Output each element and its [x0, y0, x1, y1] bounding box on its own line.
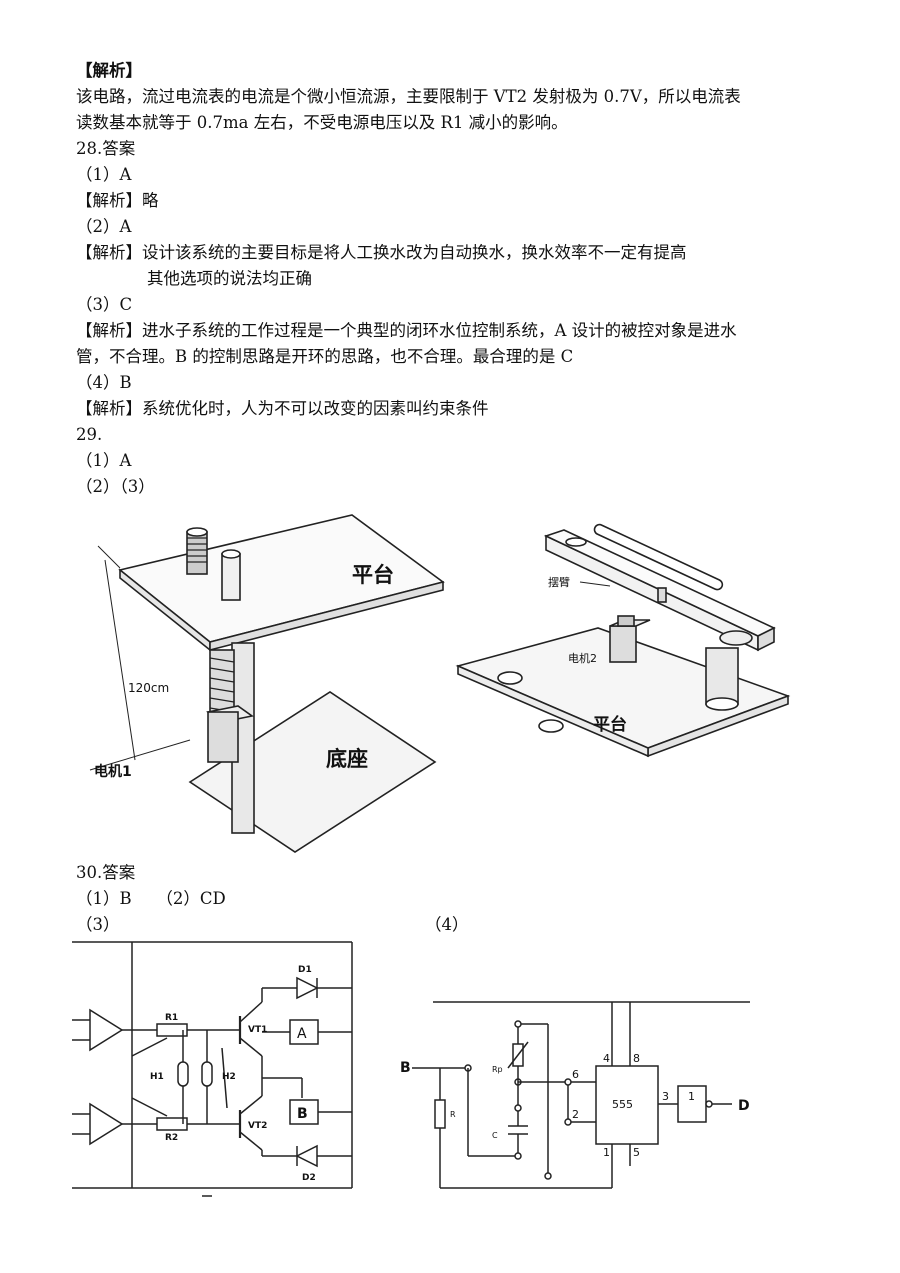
pin1-label: 1 — [603, 1146, 610, 1159]
analysis-line: 【解析】系统优化时，人为不可以改变的因素叫约束条件 — [76, 399, 489, 418]
analysis-text-line: 读数基本就等于 0.7ma 左右，不受电源电压以及 R1 减小的影响。 — [76, 113, 568, 132]
fig1-motor-label: 电机1 — [94, 763, 132, 780]
swing-arm-figure: 摆臂 电机2 平台 — [455, 523, 791, 758]
d2-label: D2 — [302, 1173, 316, 1183]
pin4-label: 4 — [603, 1052, 610, 1065]
vt2-label: VT2 — [248, 1121, 267, 1131]
answer-item: （1）B （2）CD — [76, 889, 226, 908]
fig2-motor-label: 电机2 — [568, 651, 597, 665]
analysis-heading: 【解析】 — [76, 61, 142, 80]
fig1-base-label: 底座 — [326, 747, 368, 771]
c4-ic-label: 555 — [612, 1098, 633, 1111]
answer-item: （1）A — [76, 165, 132, 184]
fig1-height-label: 120cm — [128, 681, 169, 695]
answer-item: （4） — [425, 915, 469, 934]
c4-out-label: D — [738, 1098, 750, 1114]
r1-label: R1 — [165, 1013, 178, 1023]
c4-rp-label: Rp — [492, 1065, 503, 1074]
pin5-label: 5 — [633, 1146, 640, 1159]
meter-b-label: B — [297, 1106, 308, 1122]
circuit-diagram-3: D1 R1 VT1 H1 H2 R2 VT2 D2 A B — [72, 941, 353, 1197]
d1-label: D1 — [298, 965, 312, 975]
answer-item: （1）A — [76, 451, 132, 470]
analysis-line: 【解析】设计该系统的主要目标是将人工换水改为自动换水，换水效率不一定有提高 — [76, 243, 687, 262]
r2-label: R2 — [165, 1133, 178, 1143]
pin8-label: 8 — [633, 1052, 640, 1065]
c4-gate-label: 1 — [688, 1090, 695, 1103]
answer-item: （3）C — [76, 295, 133, 314]
answer-item: （2）（3） — [76, 477, 155, 496]
vt1-label: VT1 — [248, 1025, 267, 1035]
answer-item: （3） — [76, 915, 120, 934]
analysis-line: 【解析】进水子系统的工作过程是一个典型的闭环水位控制系统，A 设计的被控对象是进… — [76, 321, 737, 340]
ammeter-label: A — [297, 1026, 307, 1042]
h2-label: H2 — [222, 1072, 236, 1082]
analysis-line: 【解析】略 — [76, 191, 159, 210]
fig2-platform-label: 平台 — [593, 714, 627, 735]
pin6-label: 6 — [572, 1068, 579, 1081]
circuit-diagram-4: B R Rp C 555 1 D 4 8 6 2 3 1 5 — [400, 1001, 750, 1189]
c4-in-label: B — [400, 1060, 411, 1076]
answer-heading-30: 30.答案 — [76, 863, 136, 882]
answer-item: （2）A — [76, 217, 132, 236]
pin2-label: 2 — [572, 1108, 579, 1121]
c4-c-label: C — [492, 1131, 498, 1140]
analysis-line: 管，不合理。B 的控制思路是开环的思路，也不合理。最合理的是 C — [76, 347, 574, 366]
answer-item: （4）B — [76, 373, 132, 392]
fig1-platform-label: 平台 — [352, 563, 394, 587]
fig2-arm-label: 摆臂 — [548, 575, 570, 589]
answer-heading-29: 29. — [76, 425, 103, 444]
h1-label: H1 — [150, 1072, 164, 1082]
analysis-line-indent: 其他选项的说法均正确 — [147, 269, 312, 288]
answer-heading-28: 28.答案 — [76, 139, 136, 158]
pin3-label: 3 — [662, 1090, 669, 1103]
platform-stand-figure: 平台 底座 120cm 电机1 — [89, 514, 445, 853]
analysis-text-line: 该电路，流过电流表的电流是个微小恒流源，主要限制于 VT2 发射极为 0.7V，… — [76, 87, 741, 106]
c4-r-label: R — [450, 1110, 456, 1119]
